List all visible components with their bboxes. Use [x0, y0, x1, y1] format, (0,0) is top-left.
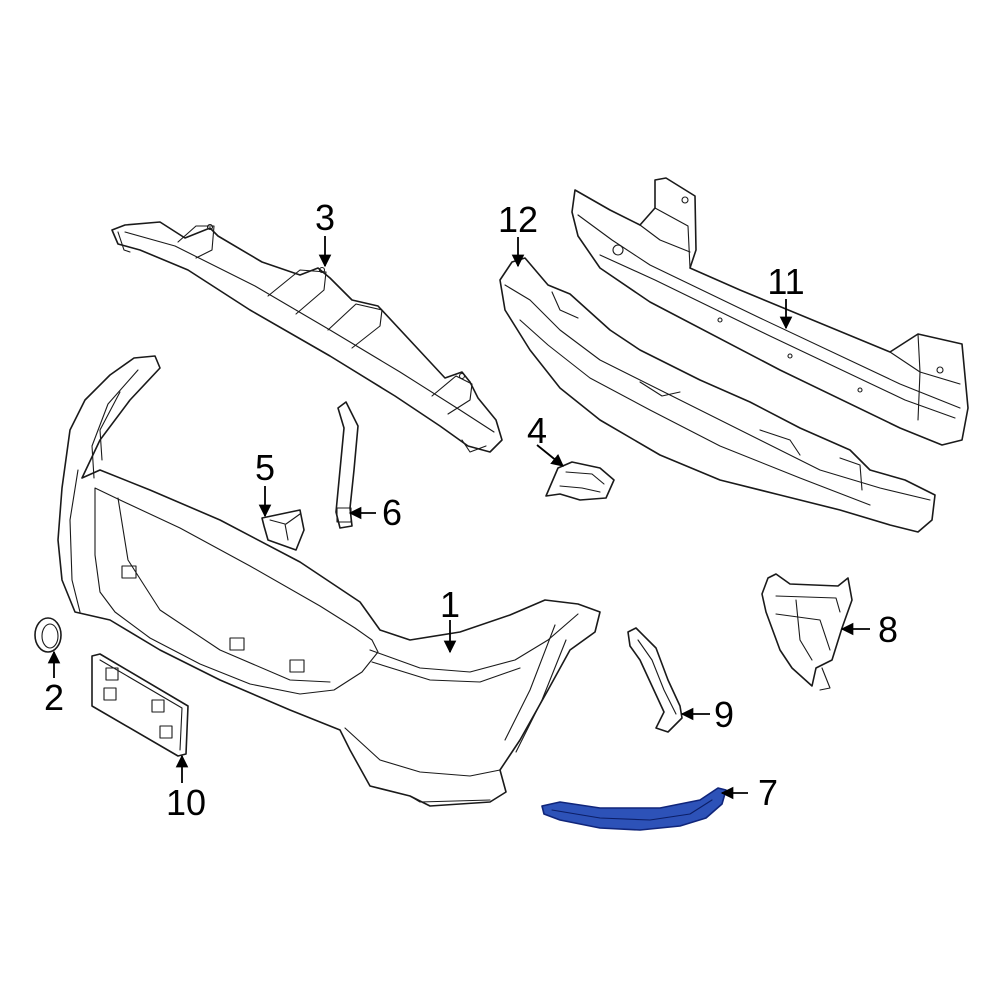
- part-4-small-bracket[interactable]: [545, 461, 615, 501]
- part-2-cap[interactable]: [34, 617, 62, 653]
- part-6-rod[interactable]: [335, 401, 359, 529]
- leader-4: [536, 444, 564, 467]
- callout-3: 3: [315, 197, 335, 238]
- part-10-license-bracket[interactable]: [91, 653, 189, 757]
- part-3-upper-bracket[interactable]: [111, 221, 503, 453]
- leader-lines: [47, 236, 870, 800]
- callout-2: 2: [44, 677, 64, 718]
- part-9-side-strip[interactable]: [627, 627, 683, 733]
- callout-5: 5: [255, 447, 275, 488]
- callout-10: 10: [166, 782, 206, 823]
- callout-12: 12: [498, 199, 538, 240]
- callout-7: 7: [758, 772, 778, 813]
- part-12-energy-absorber[interactable]: [499, 257, 936, 533]
- part-11-reinforcement-beam[interactable]: [571, 177, 969, 446]
- callout-8: 8: [878, 609, 898, 650]
- callout-6: 6: [382, 492, 402, 533]
- callout-labels: 1 2 3 4 5 6 7 8 9 10 11 12: [44, 197, 898, 823]
- callout-1: 1: [440, 584, 460, 625]
- callout-11: 11: [767, 261, 804, 302]
- part-1-bumper-cover[interactable]: [57, 355, 601, 807]
- part-5-bracket[interactable]: [261, 509, 305, 551]
- callout-9: 9: [714, 694, 734, 735]
- part-7-lower-trim[interactable]: [541, 787, 727, 831]
- part-8-lower-bracket[interactable]: [761, 573, 853, 691]
- callout-4: 4: [527, 410, 547, 451]
